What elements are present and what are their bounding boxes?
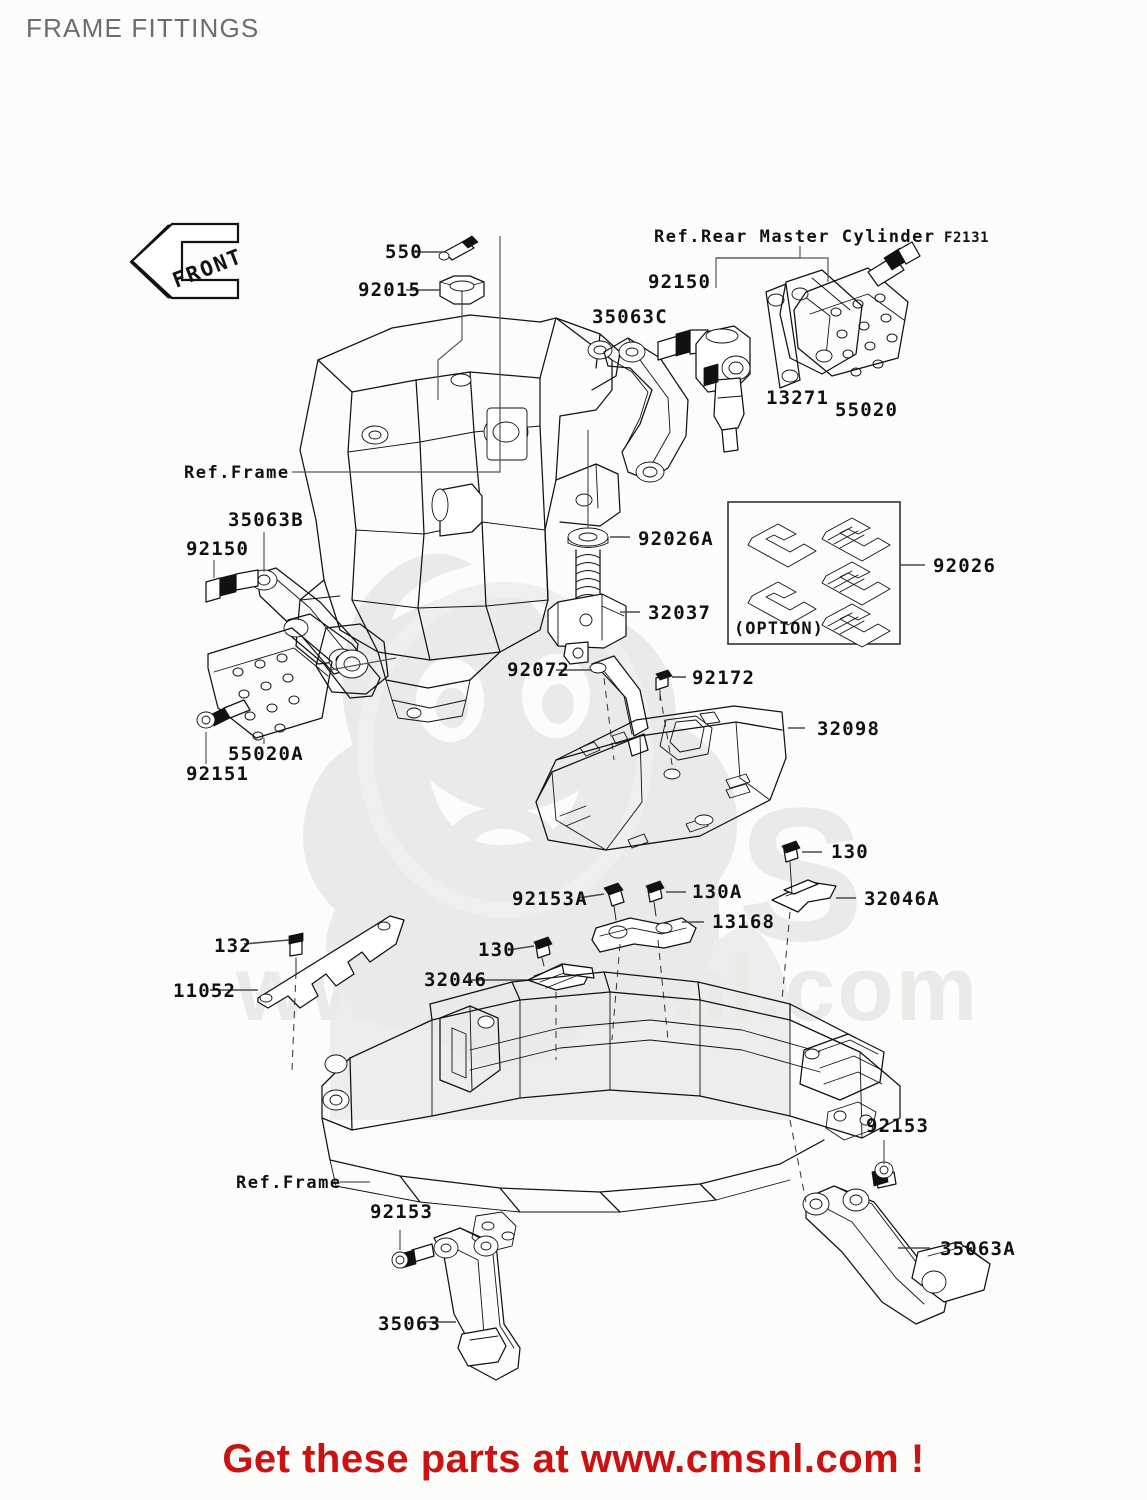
ref-rear-master-cylinder-code: F2131: [944, 230, 989, 246]
callout-labels: 550 92015 92150 35063C 13271 55020 35063…: [173, 241, 1016, 1335]
part-32046a-bracket: [771, 879, 837, 913]
ref-rear-master-cylinder-label: Ref.Rear Master Cylinder: [654, 227, 936, 247]
ref-frame-upper-label: Ref.Frame: [184, 463, 290, 483]
callout-92151: 92151: [186, 763, 249, 785]
ref-frame-upper-leader: [292, 236, 501, 473]
part-92026a-washer: [567, 527, 609, 548]
callout-130-right: 130: [831, 841, 869, 863]
part-92072-band: [589, 655, 649, 757]
callout-132: 132: [214, 935, 252, 957]
bolt-130-left: [533, 936, 553, 967]
part-13168-lever: [591, 917, 697, 953]
leader-32037: [587, 430, 640, 613]
ref-frame-lower-label: Ref.Frame: [236, 1173, 342, 1193]
left-footpeg-assembly: [196, 567, 389, 741]
bolt-132: [288, 932, 304, 973]
bolt-92153-right: [871, 1161, 897, 1189]
ref-rear-master-cylinder-leader: [715, 246, 829, 288]
part-35063-stay: [433, 1227, 521, 1381]
callout-92150-upper: 92150: [648, 271, 711, 293]
callout-92026: 92026: [933, 555, 996, 577]
leader-35063a-92153: [789, 1119, 930, 1249]
bolt-92151: [196, 699, 251, 729]
bolt-130a: [645, 880, 665, 917]
part-32037-stay: [547, 549, 627, 665]
callout-92153a: 92153A: [512, 888, 588, 910]
bolt-92153a: [603, 882, 625, 921]
callout-92150-left: 92150: [186, 538, 249, 560]
callout-32046a: 32046A: [864, 888, 940, 910]
part-35063a-stay: [802, 1185, 991, 1325]
part-11052-bracket: [257, 915, 405, 1009]
leader-550-92015: [406, 251, 463, 400]
leader-35063-92153: [399, 1230, 456, 1323]
front-direction-badge: FRONT: [129, 222, 246, 300]
callout-92015: 92015: [358, 279, 421, 301]
leader-32046a-130: [781, 851, 856, 1001]
leader-92072-92172: [556, 669, 686, 777]
bolt-92153-left: [391, 1243, 435, 1269]
peg-pin-right: [867, 241, 921, 287]
part-550-pin: [438, 235, 479, 261]
right-footpeg-assembly: [603, 241, 921, 483]
option-box: (OPTION): [727, 501, 925, 648]
option-box-caption: (OPTION): [734, 619, 824, 639]
callout-55020: 55020: [835, 399, 898, 421]
part-32098-battery-case: [535, 705, 787, 851]
callout-55020a: 55020A: [228, 743, 304, 765]
part-92015-nut: [439, 275, 485, 305]
callout-130a: 130A: [692, 881, 743, 903]
leader-11052-132: [210, 939, 297, 1071]
callout-32098: 32098: [817, 718, 880, 740]
part-92172-bolt: [655, 669, 673, 701]
callout-32037: 32037: [648, 602, 711, 624]
rear-master-cylinder: [695, 325, 751, 453]
footer-cta[interactable]: Get these parts at www.cmsnl.com !: [222, 1437, 925, 1481]
callout-92153-right: 92153: [866, 1115, 929, 1137]
callout-11052: 11052: [173, 980, 236, 1002]
callout-35063: 35063: [378, 1313, 441, 1335]
callout-13271: 13271: [766, 387, 829, 409]
callout-35063c: 35063C: [592, 306, 668, 328]
callout-92026a: 92026A: [638, 528, 714, 550]
lower-frame-outline: [321, 971, 901, 1253]
callout-13168: 13168: [712, 911, 775, 933]
callout-92072: 92072: [507, 659, 570, 681]
callout-550: 550: [385, 241, 423, 263]
leader-left-peg: [205, 532, 397, 764]
option-clips: [747, 517, 891, 648]
diagram-canvas: CMS www.cmsnl.com FRONT: [129, 222, 1016, 1381]
callout-130-left: 130: [478, 939, 516, 961]
upper-frame-outline: [295, 314, 621, 723]
leader-lower-mid: [577, 891, 704, 1041]
callout-32046: 32046: [424, 969, 487, 991]
callout-35063a: 35063A: [940, 1238, 1016, 1260]
bolt-130-right: [781, 840, 801, 895]
bolt-92150-left: [205, 569, 259, 603]
callout-35063b: 35063B: [228, 509, 304, 531]
callout-92153-left: 92153: [370, 1201, 433, 1223]
parts-diagram: CMS www.cmsnl.com FRONT: [0, 60, 1147, 1420]
callout-92172: 92172: [692, 667, 755, 689]
page-title: FRAME FITTINGS: [26, 13, 260, 43]
